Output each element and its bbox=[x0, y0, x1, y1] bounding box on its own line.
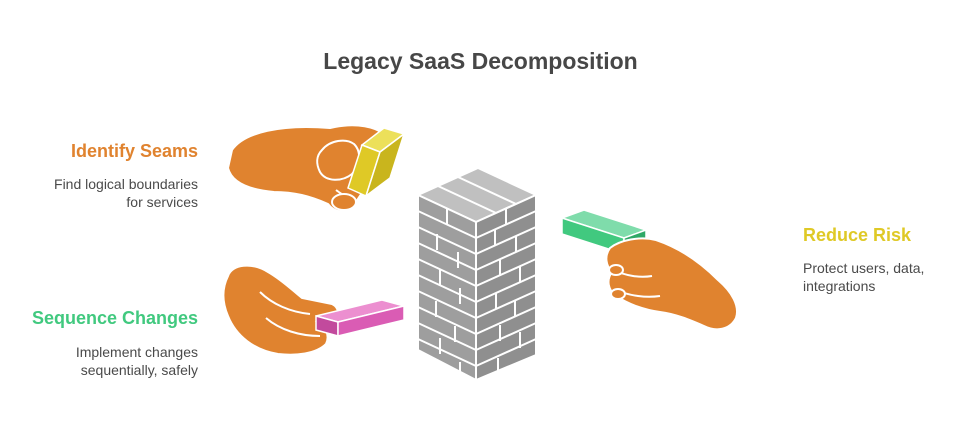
reduce-risk-heading: Reduce Risk bbox=[803, 225, 912, 245]
block-tower-icon bbox=[415, 166, 539, 382]
identify-seams-heading: Identify Seams bbox=[70, 141, 198, 161]
identify-seams-desc-line2: for services bbox=[126, 194, 198, 210]
reduce-risk-description: Protect users, data, integrations bbox=[803, 259, 953, 295]
identify-seams-desc-line1: Find logical boundaries bbox=[54, 176, 198, 192]
hand-pulling-green-block-icon bbox=[559, 209, 738, 331]
hand-holding-yellow-block-icon bbox=[226, 124, 406, 213]
sequence-changes-heading: Sequence Changes bbox=[31, 308, 198, 328]
sequence-changes-description: Implement changes sequentially, safely bbox=[20, 343, 198, 379]
sequence-changes-desc-line1: Implement changes bbox=[75, 344, 198, 360]
identify-seams-description: Find logical boundaries for services bbox=[20, 175, 198, 211]
reduce-risk-desc-line1: Protect users, data, bbox=[803, 260, 925, 276]
sequence-changes-desc-line2: sequentially, safely bbox=[80, 362, 198, 378]
hand-pushing-pink-block-icon bbox=[222, 264, 405, 356]
reduce-risk-desc-line2: integrations bbox=[803, 278, 876, 294]
diagram-title: Legacy SaaS Decomposition bbox=[323, 48, 638, 74]
